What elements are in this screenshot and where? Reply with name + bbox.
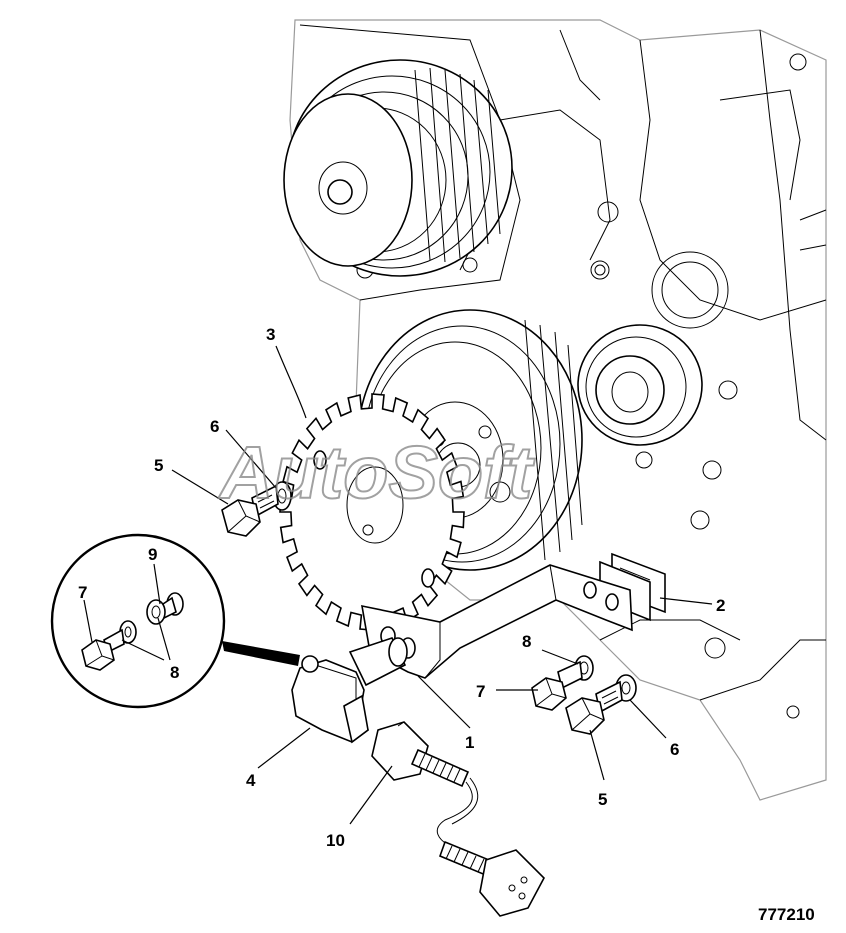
callout-6-lower: 6 [670,740,679,759]
callout-9-inset: 9 [148,545,157,564]
crankshaft-position-sensor [291,637,408,744]
detail-inset [50,533,300,709]
upper-pulley [283,59,513,277]
bolt-with-washer-upper [221,481,292,537]
callout-7-lower: 7 [476,682,485,701]
callout-6-upper: 6 [210,417,219,436]
leader-lines [83,345,713,825]
callout-5-lower: 5 [598,790,607,809]
bolts-with-washers-lower [531,655,637,735]
idler-pulley [577,324,703,469]
watermark: AutoSoft [218,431,536,514]
callout-2: 2 [716,596,725,615]
callout-7-inset: 7 [78,583,87,602]
callout-labels: 1 2 3 4 5 5 6 6 7 7 8 8 9 10 [78,325,725,850]
callout-10: 10 [326,831,345,850]
callout-4: 4 [246,771,256,790]
figure-reference-number: 777210 [758,905,815,924]
callout-1: 1 [465,733,474,752]
callout-8-inset: 8 [170,663,179,682]
engine-block [289,19,827,801]
reluctor-ring [279,393,465,631]
sensor-harness [371,721,545,917]
callout-3: 3 [266,325,275,344]
sensor-bracket [361,564,633,679]
callout-5-upper: 5 [154,456,163,475]
callout-8-lower: 8 [522,632,531,651]
